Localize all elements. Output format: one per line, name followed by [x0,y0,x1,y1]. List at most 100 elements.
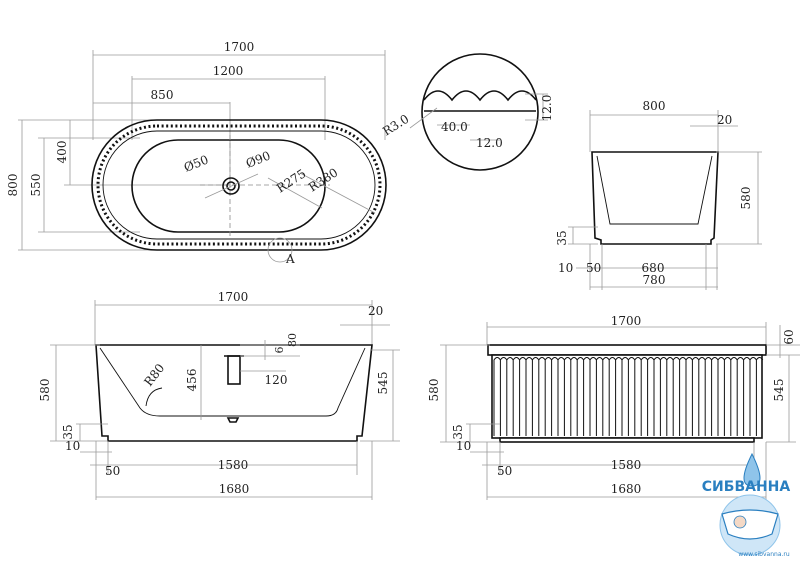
drain-dia-large: Ø90 [244,148,273,170]
front-overall-length: 1700 [611,314,642,328]
drain-inner [226,181,236,191]
flute [755,357,764,436]
front-base-length: 1580 [611,458,642,472]
front-body [491,354,763,439]
flute [659,357,668,436]
flute [691,357,700,436]
end-view-inner [596,155,713,225]
flute [640,357,649,436]
side-section-outline [95,344,373,442]
front-plinth-height: 35 [451,424,465,439]
overflow-b: 80 [286,333,299,347]
flute [621,357,629,436]
front-outer-base: 1680 [611,482,642,496]
dim-1200: 1200 [213,64,244,78]
flute [557,357,565,436]
flute [583,357,591,436]
flute [627,357,636,436]
side-offset-left: 10 [65,439,80,453]
flute [730,357,738,436]
mascot-face-icon [733,515,747,529]
flute [493,357,501,436]
flute [685,357,693,436]
detail-a: 12.0 40.0 12.0 R3.0 [380,53,554,171]
dim-550: 550 [29,174,43,197]
overflow-width: 120 [265,373,288,387]
front-height: 580 [427,379,441,402]
front-rim-height: 60 [782,329,796,344]
front-offset-left: 10 [456,439,471,453]
flute [723,357,732,436]
side-base-length: 1580 [218,458,249,472]
water-drop-icon [743,452,761,487]
detail-pitch: 40.0 [441,120,468,134]
flute [666,357,674,436]
flute [576,357,585,436]
flute [544,357,553,436]
outer-radius: R380 [306,165,340,194]
flute [519,357,527,436]
flute [717,357,725,436]
detail-groove-width: 12.0 [476,136,503,150]
brand-name: СИБВАННА [702,479,791,495]
dim-850: 850 [151,88,174,102]
rim-inner-edge [102,130,376,240]
flute [704,357,713,436]
side-inner-height: 545 [376,372,390,395]
end-offset-inner: 50 [586,261,601,275]
flute [570,357,578,436]
detail-a-circle [421,53,539,171]
side-offset-inner: 50 [105,464,120,478]
flute [653,357,661,436]
front-view: 1700 60 580 545 35 10 50 1580 1680 [427,314,800,500]
side-depth: 456 [185,369,199,392]
side-rim: 20 [368,304,383,318]
flute [749,357,757,436]
top-view: 1700 1200 850 800 550 400 Ø50 Ø90 R275 R… [6,40,387,266]
flute [615,357,623,436]
bathtub-icon [721,509,779,540]
brand-url: www.sibvanna.ru [738,551,790,558]
flute [525,357,533,436]
flute [499,357,508,436]
end-rim: 20 [717,113,732,127]
drain-outlet [226,417,240,423]
side-height: 580 [38,379,52,402]
detail-label-a: A [285,252,295,266]
side-section-basin [99,347,366,417]
end-top-width: 800 [643,99,666,113]
drain-outer [222,177,240,195]
dim-400: 400 [55,141,69,164]
flute [602,357,610,436]
brand-logo: СИБВАННА www.sibvanna.ru [702,452,791,558]
detail-circle-a [267,237,293,263]
flute [679,357,687,436]
flute [647,357,655,436]
front-rim [487,344,767,356]
side-outer-base: 1680 [219,482,250,496]
flute [634,357,642,436]
tub-outline-outer [91,119,387,251]
end-view: 800 20 580 35 10 50 680 780 [555,99,762,290]
flute [736,357,745,436]
bottom-radius-arc [145,387,163,407]
detail-groove-depth: 12.0 [540,95,554,122]
side-overall-length: 1700 [218,290,249,304]
flute [711,357,719,436]
flute [698,357,706,436]
flute [595,357,604,436]
drain-dia-small: Ø50 [182,152,211,174]
flute [563,357,572,436]
flute [743,357,751,436]
dim-1700: 1700 [224,40,255,54]
front-offset-inner: 50 [497,464,512,478]
front-inner-height: 545 [772,379,786,402]
end-view-outline [591,151,719,245]
flute [506,357,514,436]
flute [672,357,681,436]
overflow-a: 6 [273,347,286,354]
flute [512,357,521,436]
end-height: 580 [739,187,753,210]
side-plinth: 35 [61,424,75,439]
